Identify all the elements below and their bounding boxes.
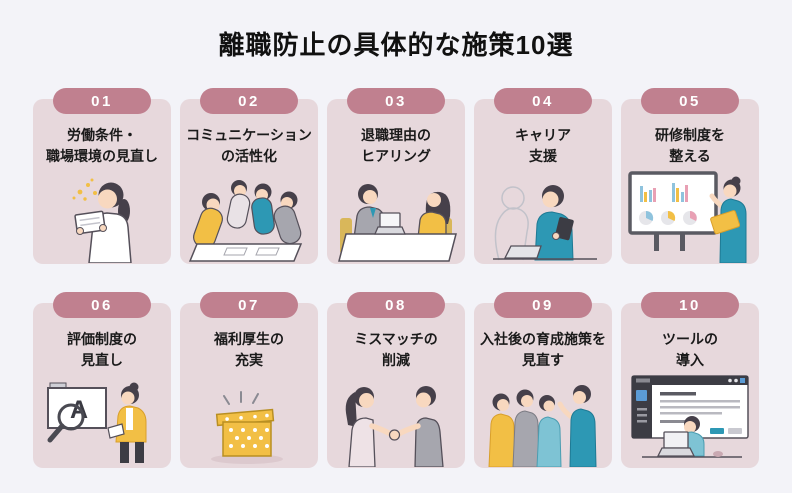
measure-card-01: 01 労働条件・ 職場環境の見直し xyxy=(33,88,171,264)
measure-card-02: 02 コミュニケーション の活性化 xyxy=(180,88,318,264)
card-label-line-1: ツールの xyxy=(662,331,718,347)
measure-card-07: 07 福利厚生の 充実 xyxy=(180,292,318,468)
card-label-line-1: 入社後の育成施策を xyxy=(480,331,606,347)
career-consulting-illustration xyxy=(474,167,612,263)
number-badge: 08 xyxy=(347,292,445,318)
number-badge: 10 xyxy=(641,292,739,318)
software-tool-illustration xyxy=(621,371,759,467)
card-label: ツールの 導入 xyxy=(621,303,759,371)
measure-card-04: 04 キャリア 支援 xyxy=(474,88,612,264)
number-badge: 06 xyxy=(53,292,151,318)
card-label-line-2: ヒアリング xyxy=(361,148,431,164)
number-badge: 03 xyxy=(347,88,445,114)
measure-card-05: 05 研修制度を 整える xyxy=(621,88,759,264)
badge-number: 10 xyxy=(679,296,701,314)
badge-number: 08 xyxy=(385,296,407,314)
card-label-line-2: 削減 xyxy=(382,352,410,368)
number-badge: 02 xyxy=(200,88,298,114)
card-label-line-2: 見直す xyxy=(522,352,564,368)
card-label: 入社後の育成施策を 見直す xyxy=(474,303,612,371)
card-label: ミスマッチの 削減 xyxy=(327,303,465,371)
gift-box-illustration xyxy=(180,371,318,467)
card-label: 評価制度の 見直し xyxy=(33,303,171,371)
card-label-line-2: の活性化 xyxy=(221,148,277,164)
badge-number: 02 xyxy=(238,92,260,110)
card-label-line-1: 研修制度を xyxy=(655,127,725,143)
badge-number: 04 xyxy=(532,92,554,110)
measure-card-06: 06 評価制度の 見直し A xyxy=(33,292,171,468)
page-title: 離職防止の具体的な施策10選 xyxy=(218,30,574,60)
badge-number: 01 xyxy=(91,92,113,110)
card-label-line-2: 支援 xyxy=(529,148,557,164)
number-badge: 07 xyxy=(200,292,298,318)
measure-card-09: 09 入社後の育成施策を 見直す xyxy=(474,292,612,468)
badge-number: 05 xyxy=(679,92,701,110)
training-presentation-illustration xyxy=(621,167,759,263)
measure-card-03: 03 退職理由の ヒアリング xyxy=(327,88,465,264)
number-badge: 05 xyxy=(641,88,739,114)
card-label-line-2: 導入 xyxy=(676,352,704,368)
card-label: 研修制度を 整える xyxy=(621,99,759,167)
exit-interview-illustration xyxy=(327,167,465,263)
team-collaboration-illustration xyxy=(180,167,318,263)
card-label-line-1: コミュニケーション xyxy=(186,127,312,143)
card-label-line-1: ミスマッチの xyxy=(354,331,438,347)
badge-number: 03 xyxy=(385,92,407,110)
card-label-line-1: キャリア xyxy=(515,127,571,143)
card-label-line-2: 充実 xyxy=(235,352,263,368)
card-label-line-1: 福利厚生の xyxy=(214,331,284,347)
card-label: 福利厚生の 充実 xyxy=(180,303,318,371)
measure-card-10: 10 ツールの 導入 xyxy=(621,292,759,468)
badge-number: 06 xyxy=(91,296,113,314)
handshake-illustration xyxy=(327,371,465,467)
card-label: キャリア 支援 xyxy=(474,99,612,167)
card-label: コミュニケーション の活性化 xyxy=(180,99,318,167)
card-label: 退職理由の ヒアリング xyxy=(327,99,465,167)
woman-reading-payslip-illustration xyxy=(33,167,171,263)
cards-grid: 01 労働条件・ 職場環境の見直し 02 コミュニケーション の活性化 03 退… xyxy=(0,88,792,468)
badge-number: 09 xyxy=(532,296,554,314)
card-label-line-1: 労働条件・ xyxy=(67,127,137,143)
card-label-line-2: 整える xyxy=(669,148,711,164)
card-label: 労働条件・ 職場環境の見直し xyxy=(33,99,171,167)
number-badge: 09 xyxy=(494,292,592,318)
card-label-line-2: 見直し xyxy=(81,352,123,368)
number-badge: 04 xyxy=(494,88,592,114)
badge-number: 07 xyxy=(238,296,260,314)
evaluation-review-illustration: A xyxy=(33,371,171,467)
card-label-line-1: 退職理由の xyxy=(361,127,431,143)
number-badge: 01 xyxy=(53,88,151,114)
card-label-line-2: 職場環境の見直し xyxy=(46,148,158,164)
onboarding-meeting-illustration xyxy=(474,371,612,467)
card-label-line-1: 評価制度の xyxy=(67,331,137,347)
measure-card-08: 08 ミスマッチの 削減 xyxy=(327,292,465,468)
